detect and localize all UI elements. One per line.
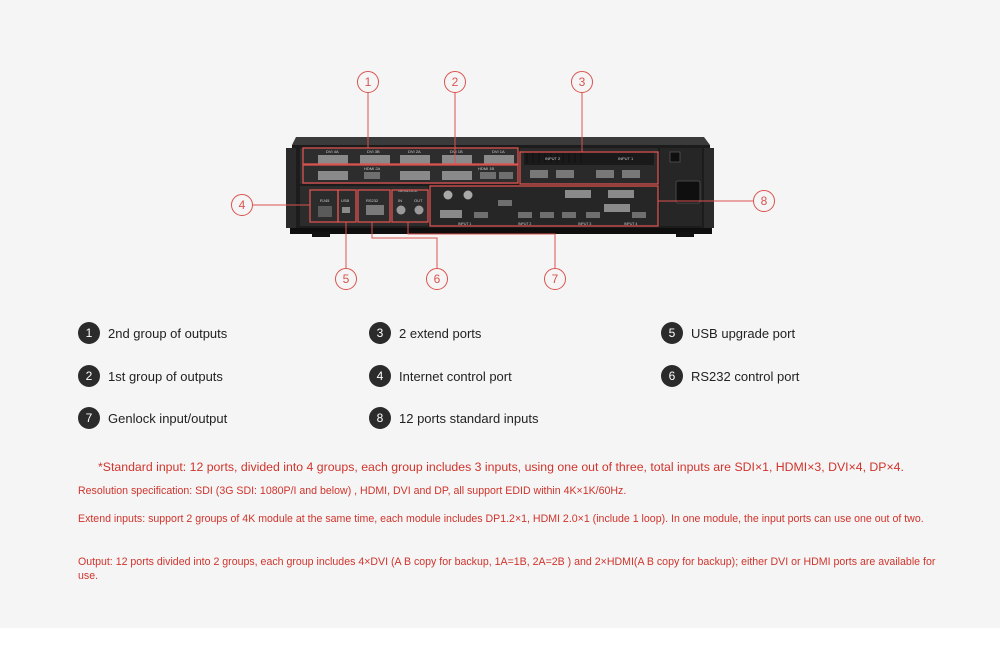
dvi-label-1: DVI 4A: [326, 149, 339, 154]
power-switch: [669, 151, 681, 163]
extend-inputs-note: Extend inputs: support 2 groups of 4K mo…: [78, 513, 924, 525]
leader-7: [407, 222, 556, 268]
legend-label: RS232 control port: [691, 368, 800, 384]
callout-3: 3: [571, 71, 593, 93]
legend-badge: 7: [78, 407, 100, 429]
dvi-label-3: DVI 2A: [408, 149, 421, 154]
output-note: Output: 12 ports divided into 2 groups, …: [78, 556, 936, 582]
sdi-connectors: [443, 190, 473, 200]
legend-item: 8 12 ports standard inputs: [369, 407, 538, 429]
callout-5: 5: [335, 268, 357, 290]
legend-badge: 3: [369, 322, 391, 344]
main-panel: [0, 0, 1000, 628]
highlight-output-group-2: [302, 147, 519, 165]
legend-label: 2 extend ports: [399, 325, 482, 341]
handle-left: [286, 148, 296, 228]
dvi-label-5: DVI 1A: [492, 149, 505, 154]
callout-8: 8: [753, 190, 775, 212]
legend-badge: 6: [661, 365, 683, 387]
extend-label-input-1: INPUT 1: [618, 156, 634, 161]
input-group-label-1: INPUT 1: [458, 222, 471, 226]
legend-badge: 4: [369, 365, 391, 387]
device-top-edge: [292, 137, 710, 145]
legend-item: 5 USB upgrade port: [661, 322, 795, 344]
extend-ports: [530, 170, 640, 178]
genlock-in-label: IN: [398, 198, 402, 203]
legend-badge: 1: [78, 322, 100, 344]
usb-port: [342, 207, 350, 213]
callout-7: 7: [544, 268, 566, 290]
legend-item: 1 2nd group of outputs: [78, 322, 227, 344]
legend-item: 6 RS232 control port: [661, 365, 799, 387]
highlight-usb: [337, 189, 357, 223]
highlight-output-group-1: [302, 164, 519, 184]
device-rear-panel: DVI 4A DVI 3B DVI 2A DVI 1B DVI 1A HDMI …: [252, 92, 753, 268]
dvi-ports-top: [318, 155, 514, 164]
input-group-label-3: INPUT 3: [578, 222, 591, 226]
vent-grille: [524, 151, 654, 165]
legend-item: 2 1st group of outputs: [78, 365, 223, 387]
legend-label: 12 ports standard inputs: [399, 410, 539, 426]
hdmi-label-1: HDMI 2A: [364, 166, 381, 171]
legend-label: 1st group of outputs: [108, 368, 223, 384]
legend-label: Genlock input/output: [108, 410, 228, 426]
highlight-rs232: [357, 189, 391, 223]
device-foot-right: [676, 232, 694, 237]
rs232-label: RS232: [366, 198, 379, 203]
callout-2: 2: [444, 71, 466, 93]
input-hdmi-dp-ports: [474, 200, 646, 218]
input-dvi-ports: [440, 190, 634, 218]
legend-item: 7 Genlock input/output: [78, 407, 227, 429]
rs232-port: [366, 205, 384, 215]
callout-6: 6: [426, 268, 448, 290]
rj45-label: RJ45: [320, 198, 330, 203]
highlight-extend-ports: [519, 151, 659, 185]
usb-label: USB: [341, 198, 350, 203]
legend-item: 4 Internet control port: [369, 365, 512, 387]
genlock-out-port: [414, 205, 424, 215]
rj45-port: [318, 206, 332, 217]
genlock-in-port: [396, 205, 406, 215]
legend-label: USB upgrade port: [691, 325, 796, 341]
power-socket: [675, 180, 701, 204]
input-group-label-2: INPUT 2: [518, 222, 531, 226]
legend-badge: 5: [661, 322, 683, 344]
legend-badge: 8: [369, 407, 391, 429]
dvi-label-4: DVI 1B: [450, 149, 463, 154]
highlight-inputs: [429, 185, 659, 227]
dvi-ports-bottom: [318, 171, 472, 180]
dvi-label-2: DVI 3B: [367, 149, 380, 154]
resolution-note: Resolution specification: SDI (3G SDI: 1…: [78, 485, 627, 497]
input-group-label-4: INPUT 4: [624, 222, 637, 226]
leader-6: [371, 222, 438, 268]
legend-label: 2nd group of outputs: [108, 325, 228, 341]
bottom-strip: [0, 628, 1000, 655]
device-bottom-edge: [290, 228, 712, 234]
callout-4: 4: [231, 194, 253, 216]
hdmi-ports: [364, 172, 513, 179]
extend-label-input-2: INPUT 2: [545, 156, 561, 161]
genlock-out-label: OUT: [414, 198, 423, 203]
hdmi-label-2: HDMI 1B: [478, 166, 495, 171]
legend-badge: 2: [78, 365, 100, 387]
standard-input-note: *Standard input: 12 ports, divided into …: [98, 460, 904, 474]
highlight-genlock: [391, 189, 429, 223]
callout-1: 1: [357, 71, 379, 93]
device-foot-left: [312, 232, 330, 237]
legend-label: Internet control port: [399, 368, 512, 384]
legend-item: 3 2 extend ports: [369, 322, 481, 344]
handle-right: [704, 148, 714, 228]
